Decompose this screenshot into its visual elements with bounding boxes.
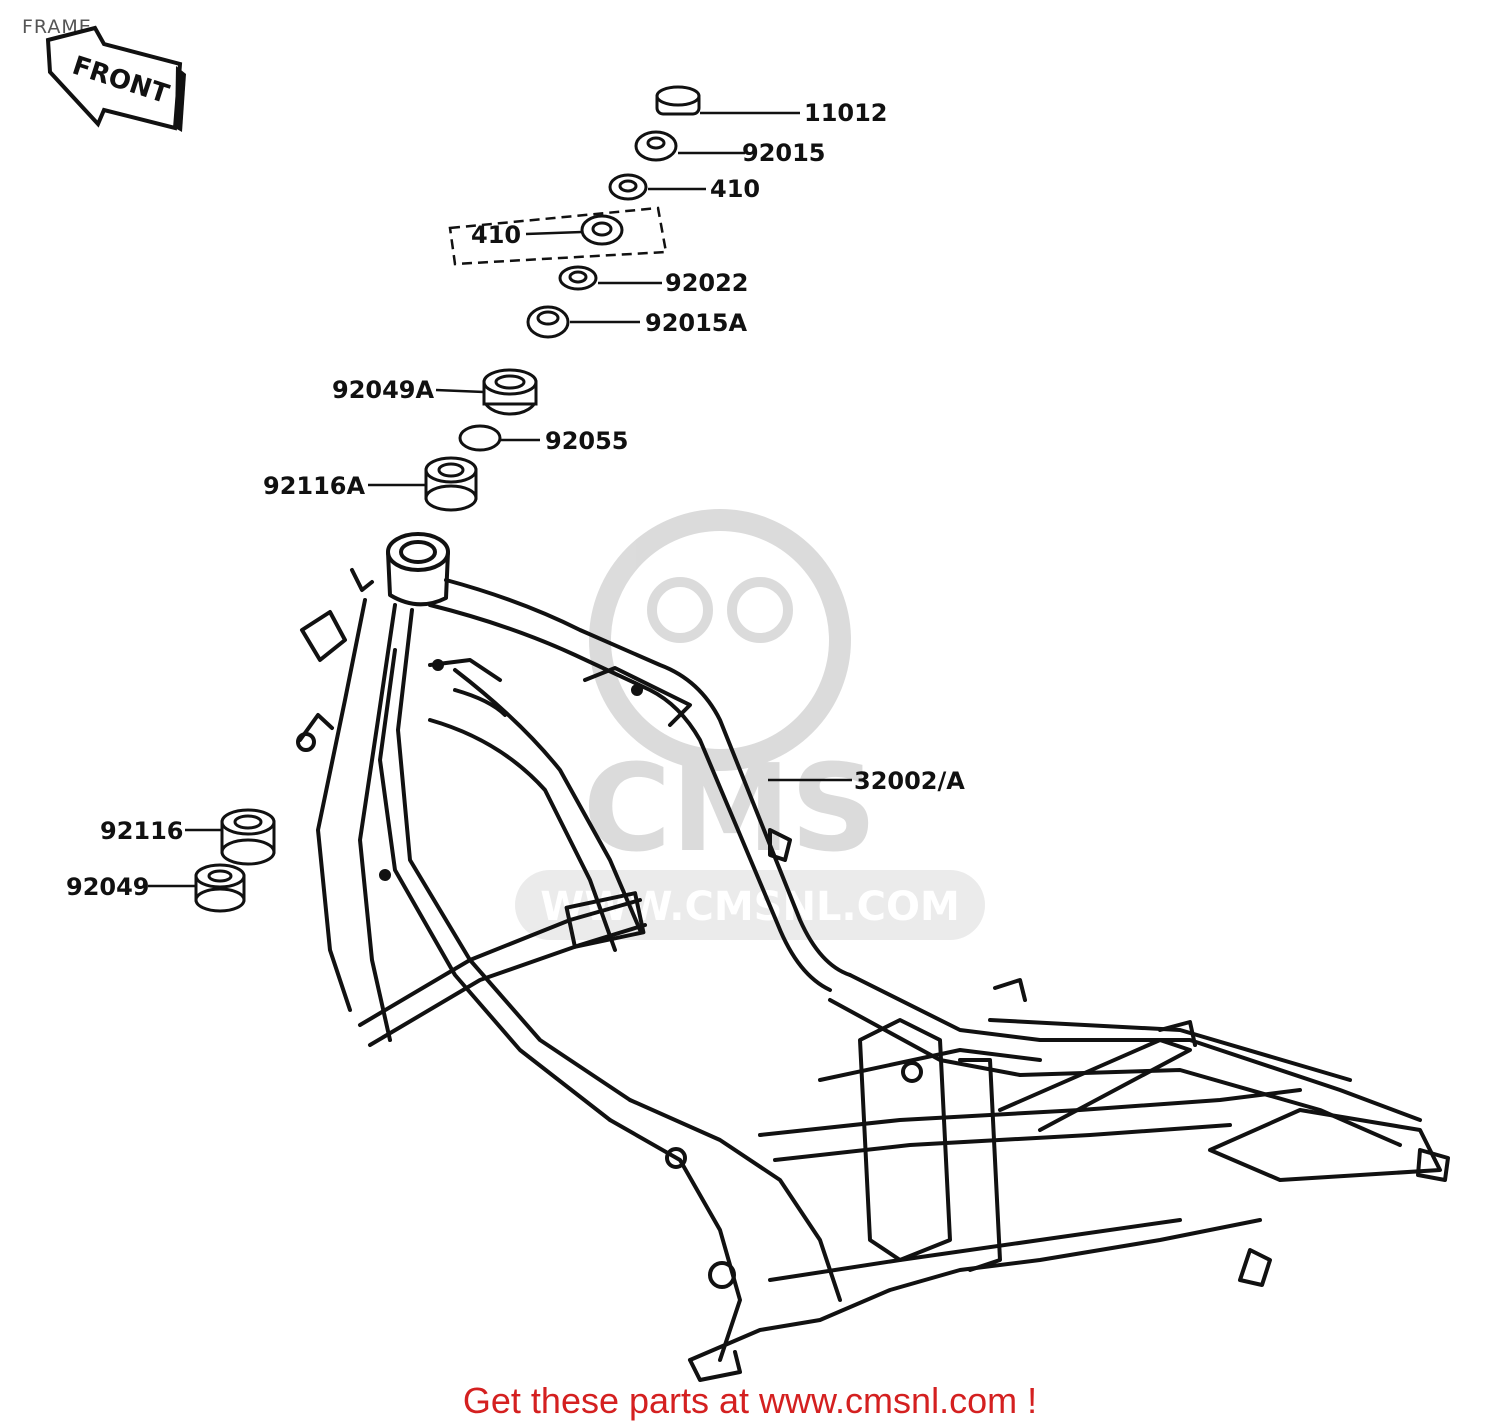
label-92015A: 92015A	[645, 309, 747, 337]
label-92055: 92055	[545, 427, 629, 455]
label-92116A: 92116A	[263, 472, 365, 500]
part-labels: 11012 92015 410 410 92022 92015A 92049A …	[66, 99, 965, 901]
watermark-url: WWW.CMSNL.COM	[540, 884, 960, 930]
label-410: 410	[710, 175, 760, 203]
bearing-92116A-icon	[424, 456, 478, 512]
steering-parts	[194, 85, 701, 913]
seal-92049-icon	[194, 863, 246, 913]
leader-lines	[148, 111, 852, 888]
label-92116: 92116	[100, 817, 184, 845]
seal-92049A-icon	[482, 368, 538, 416]
washer-410-boxed-icon	[580, 214, 624, 246]
front-arrow: FRONT	[45, 25, 186, 132]
washer-410-icon	[608, 173, 648, 201]
footer-cta[interactable]: Get these parts at www.cmsnl.com !	[462, 1380, 1038, 1421]
label-92022: 92022	[665, 269, 749, 297]
oring-92055-icon	[458, 424, 502, 452]
label-410-boxed: 410	[471, 221, 521, 249]
label-92015: 92015	[742, 139, 826, 167]
label-32002A: 32002/A	[854, 767, 965, 795]
cms-watermark: CMS WWW.CMSNL.COM	[515, 509, 985, 940]
nut-92015-icon	[634, 130, 678, 162]
bearing-92116-icon	[220, 808, 276, 866]
label-92049A: 92049A	[332, 376, 434, 404]
frame-32002A-drawing	[296, 532, 1450, 1382]
label-92049: 92049	[66, 873, 150, 901]
label-11012: 11012	[804, 99, 888, 127]
cap-11012-icon	[655, 85, 701, 116]
lock-washer-92022-icon	[558, 265, 598, 291]
nut-92015A-icon	[526, 305, 570, 339]
